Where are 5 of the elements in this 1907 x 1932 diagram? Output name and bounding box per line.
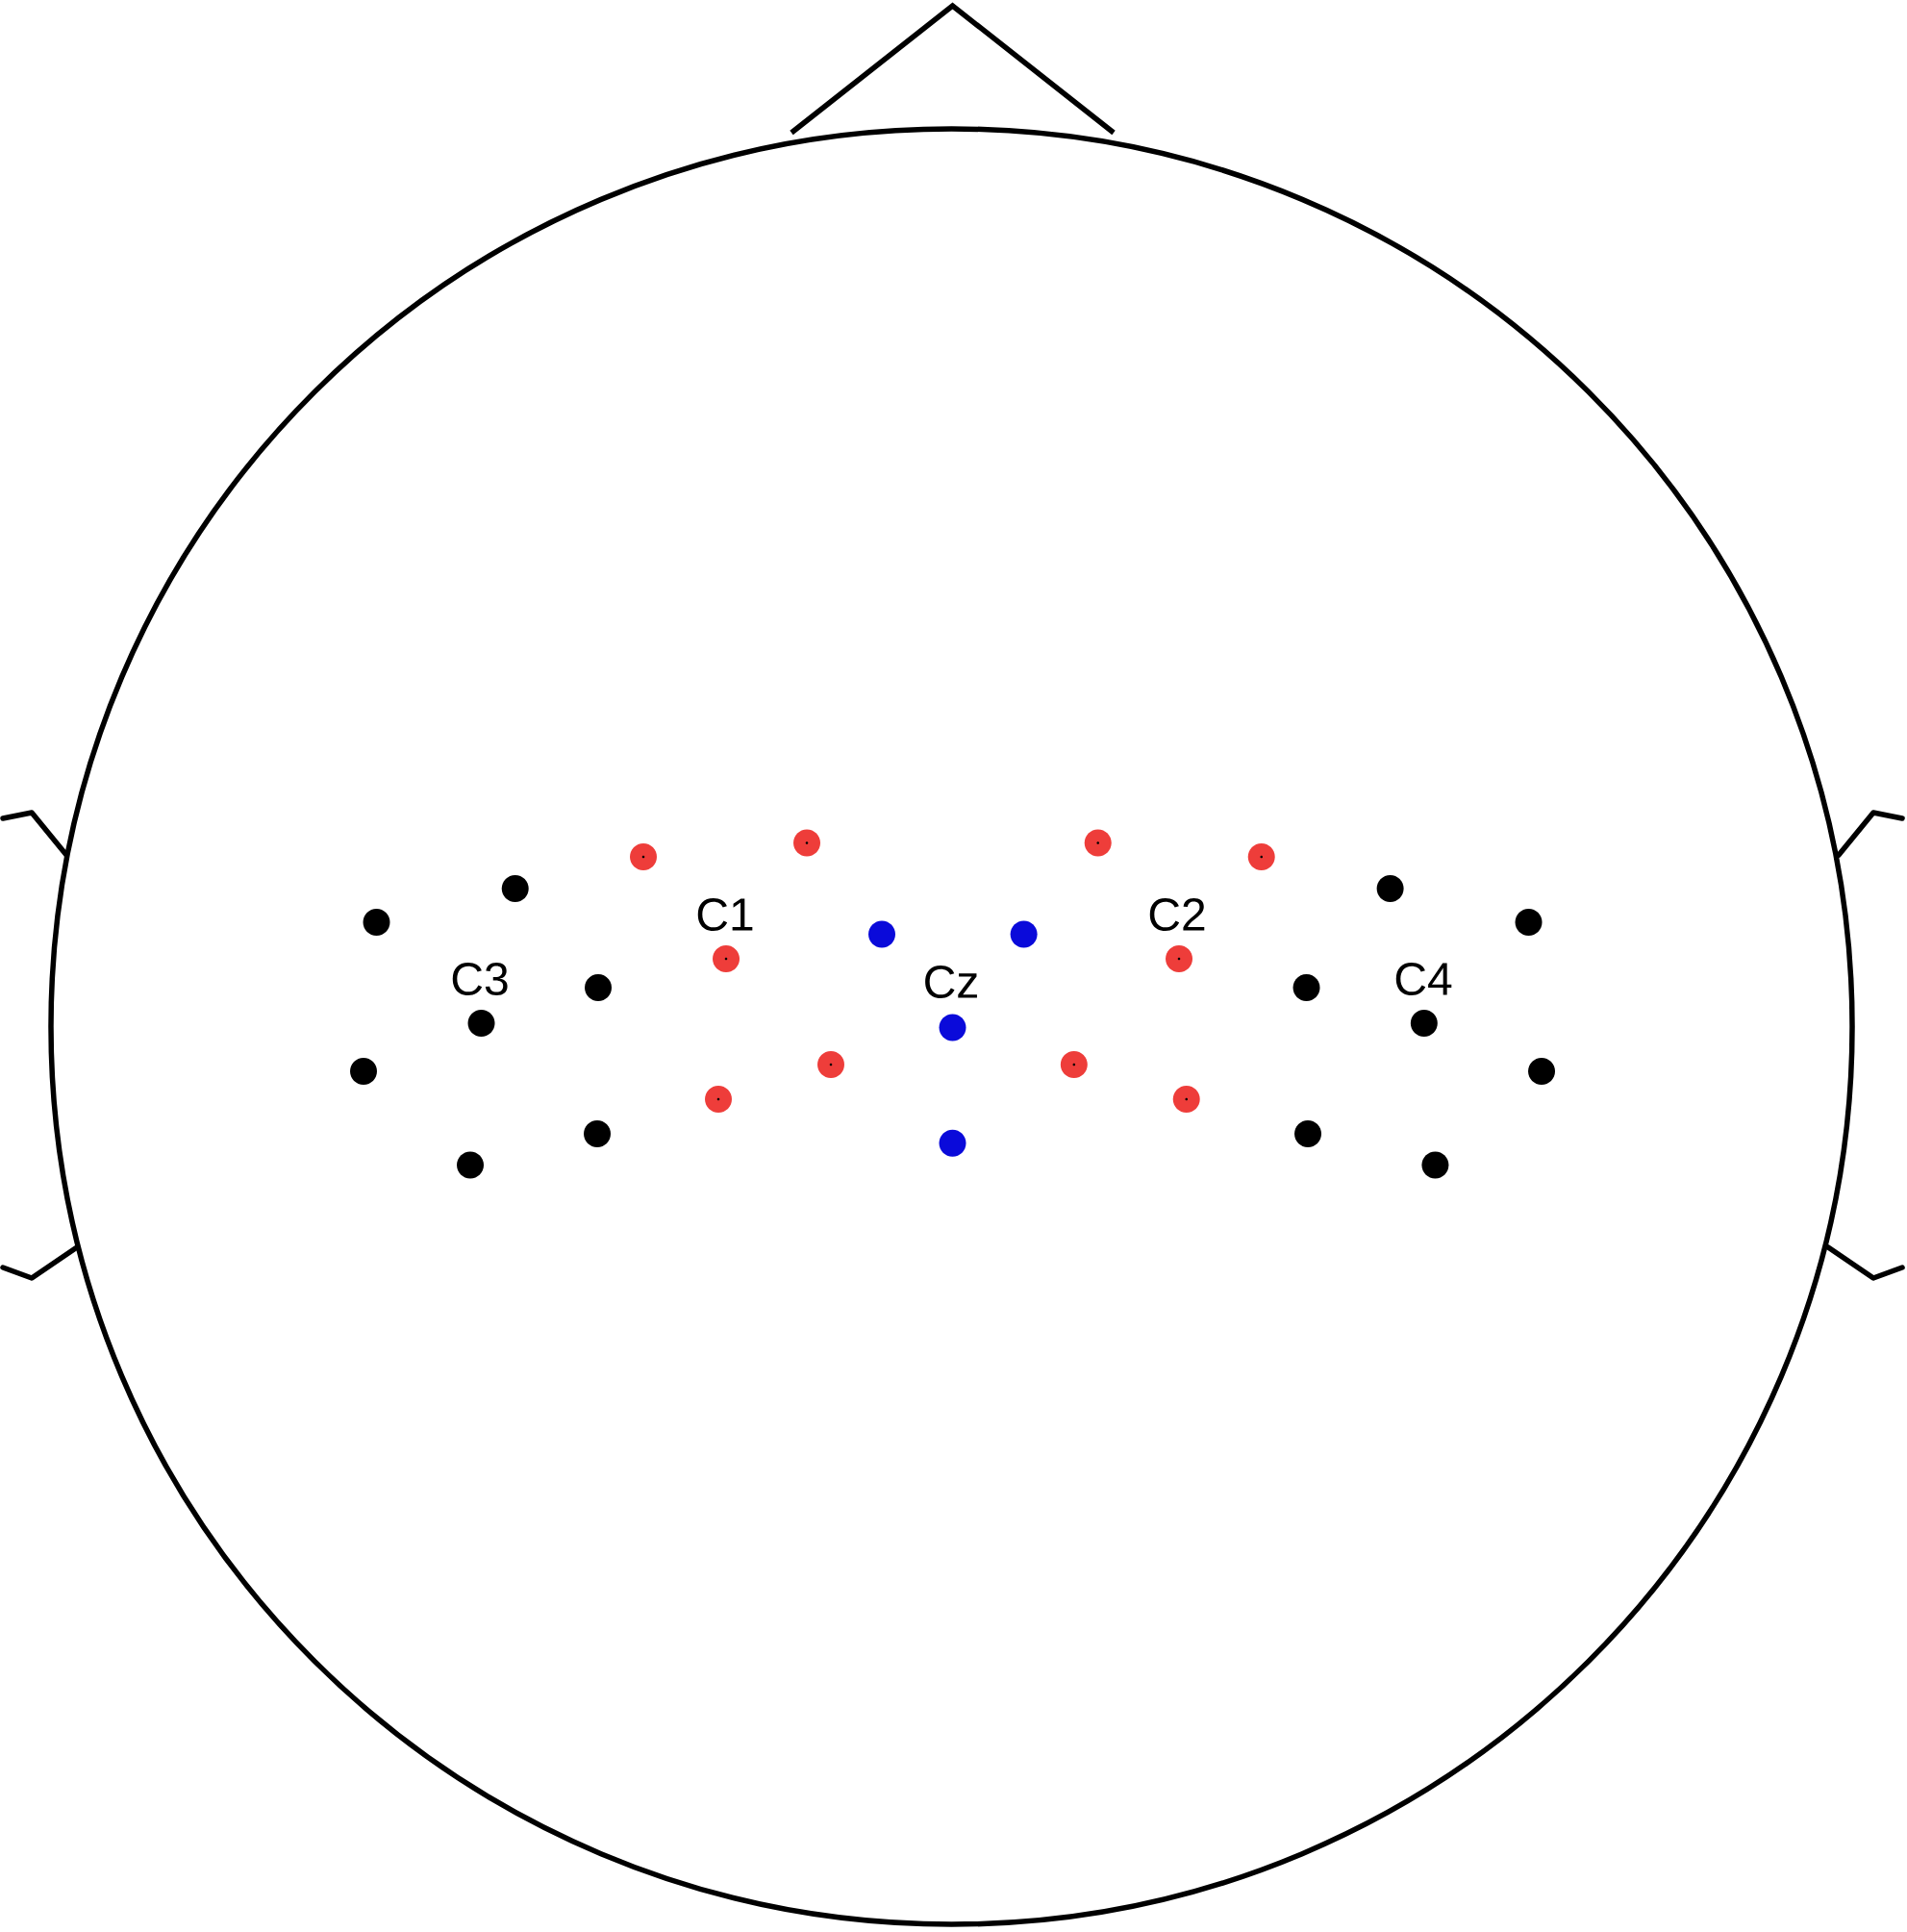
electrode-label: C4 [1395,963,1452,995]
electrode-label: C1 [697,898,753,931]
electrode-label: C3 [452,963,508,995]
electrode-label: C2 [1149,898,1205,931]
electrode-label: Cz [925,966,977,998]
